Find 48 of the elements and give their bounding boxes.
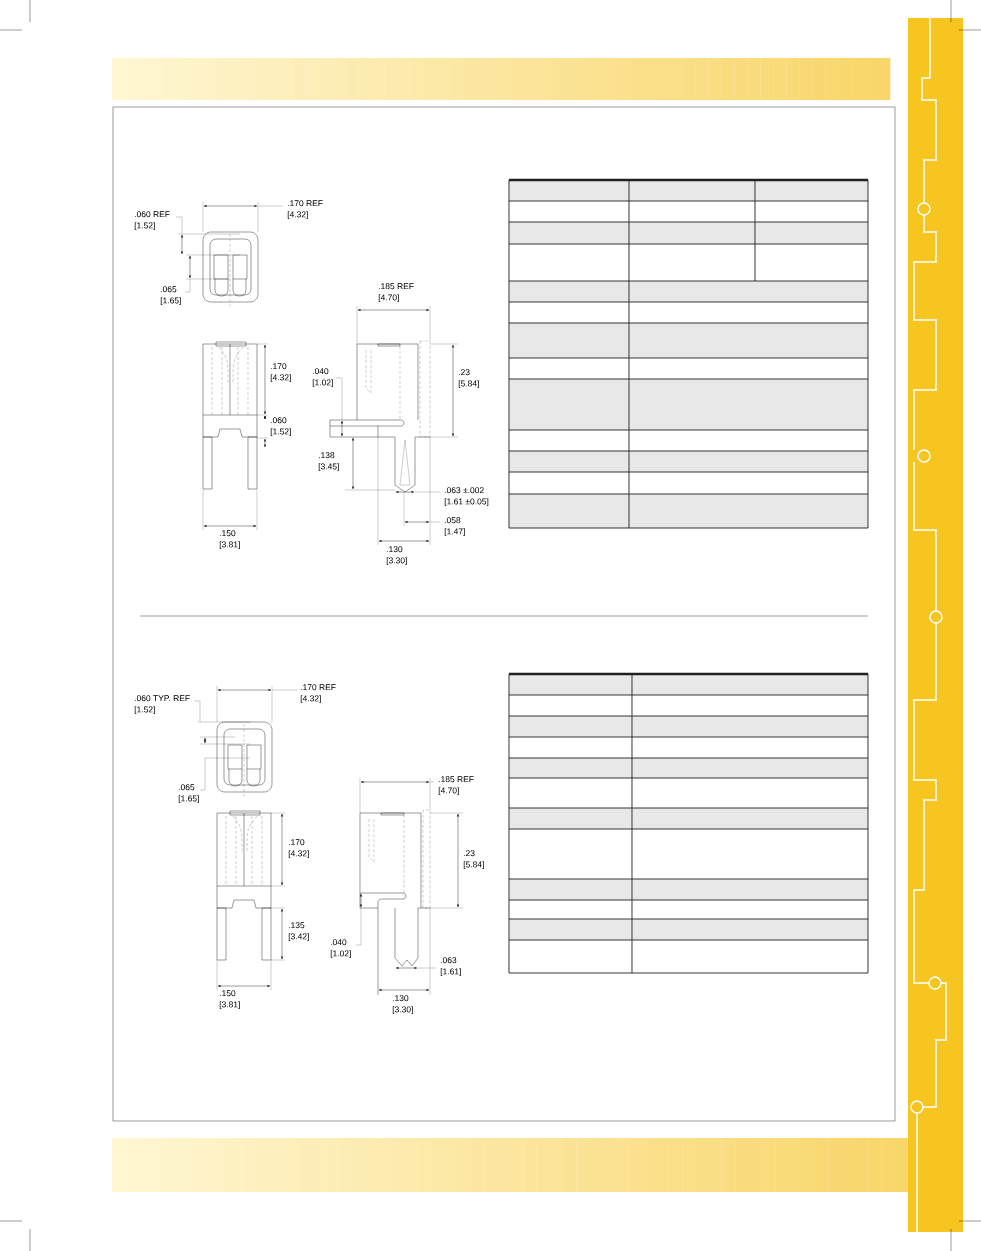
dimension-label: .130 xyxy=(392,995,409,1002)
dimension-label: [5.84] xyxy=(458,380,479,389)
dimension-label: [1.52] xyxy=(134,222,155,231)
dimension-label: .170 xyxy=(288,839,305,846)
dimension-label: [5.84] xyxy=(463,861,484,870)
dimension-label: .058 xyxy=(444,517,461,524)
dimension-label: .040 xyxy=(330,939,347,946)
dimension-label: .063 xyxy=(440,957,457,964)
dimension-label: .130 xyxy=(386,546,403,553)
dimension-label: [4.32] xyxy=(288,850,309,859)
dimension-label: [3.81] xyxy=(219,541,240,550)
dimension-label: .185 REF xyxy=(378,283,414,290)
dimension-label: [3.30] xyxy=(392,1006,413,1015)
dimension-label: .063 ±.002 xyxy=(444,487,484,494)
dimension-label: .060 TYP. REF xyxy=(134,695,190,702)
dimension-label: .23 xyxy=(463,850,475,857)
dimension-label: [3.45] xyxy=(318,463,339,472)
dimension-label: .040 xyxy=(312,368,329,375)
dimension-label: [1.61] xyxy=(440,968,461,977)
dimension-label: .060 REF xyxy=(134,211,170,218)
dimension-label: [1.52] xyxy=(134,706,155,715)
dimension-label: .150 xyxy=(219,530,236,537)
dimension-label: .065 xyxy=(160,286,177,293)
dimension-label: .138 xyxy=(318,452,335,459)
dimension-label: [4.70] xyxy=(438,787,459,796)
dimension-label: .23 xyxy=(458,369,470,376)
dimension-label: [1.65] xyxy=(178,795,199,804)
dimension-label: .060 xyxy=(270,417,287,424)
dimension-label: .135 xyxy=(288,922,305,929)
dimension-label: [4.32] xyxy=(287,211,308,220)
dimension-label: [4.70] xyxy=(378,294,399,303)
dimension-label: [1.02] xyxy=(330,950,351,959)
dimension-label: .170 xyxy=(270,363,287,370)
dimension-label: .185 REF xyxy=(438,776,474,783)
dimension-label: [3.81] xyxy=(219,1001,240,1010)
dimension-label: .170 REF xyxy=(300,684,336,691)
dimension-label: .170 REF xyxy=(287,200,323,207)
dimension-label: [1.02] xyxy=(312,379,333,388)
dimension-label: [1.65] xyxy=(160,297,181,306)
dimension-label: [1.47] xyxy=(444,528,465,537)
dimension-label: [4.32] xyxy=(300,695,321,704)
dimension-label: [3.42] xyxy=(288,933,309,942)
dimension-label: [1.61 ±0.05] xyxy=(444,498,489,507)
dimension-label: [3.30] xyxy=(386,557,407,566)
dimension-label: [1.52] xyxy=(270,428,291,437)
dimension-label: .150 xyxy=(219,990,236,997)
dimension-label: .065 xyxy=(178,784,195,791)
dimension-label: [4.32] xyxy=(270,374,291,383)
